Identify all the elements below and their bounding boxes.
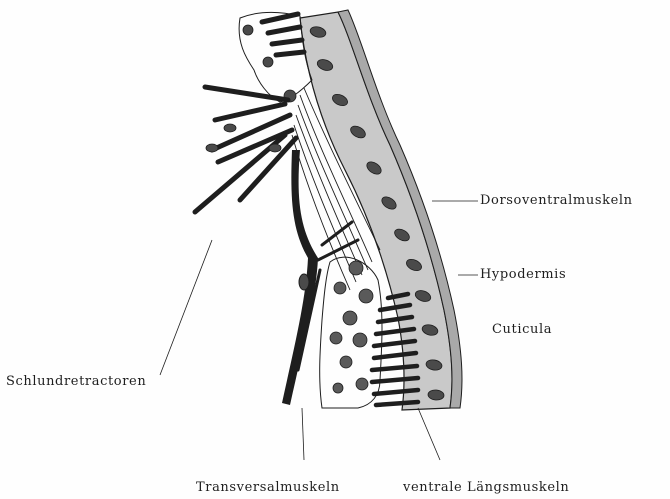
leader-ventral [418, 408, 440, 460]
lower-cell-nuclei [330, 261, 373, 393]
label-hypodermis: Hypodermis [480, 268, 566, 281]
hypodermis-layer [300, 12, 452, 410]
upper-tissue-nuclei [243, 25, 296, 102]
label-transversalmuskeln: Transversalmuskeln [196, 481, 340, 494]
leader-transversal [302, 408, 304, 460]
label-schlundretractoren: Schlundretractoren [6, 375, 146, 388]
upper-muscle-stripes [262, 14, 304, 55]
transversal-nucleus [299, 274, 309, 290]
lower-cell-cluster [320, 257, 382, 408]
label-ventrale-laengsmuskeln: ventrale Längsmuskeln [403, 481, 569, 494]
leader-schlund [160, 240, 212, 375]
label-dorsoventralmuskeln: Dorsoventralmuskeln [480, 194, 633, 207]
label-cuticula: Cuticula [492, 323, 552, 336]
